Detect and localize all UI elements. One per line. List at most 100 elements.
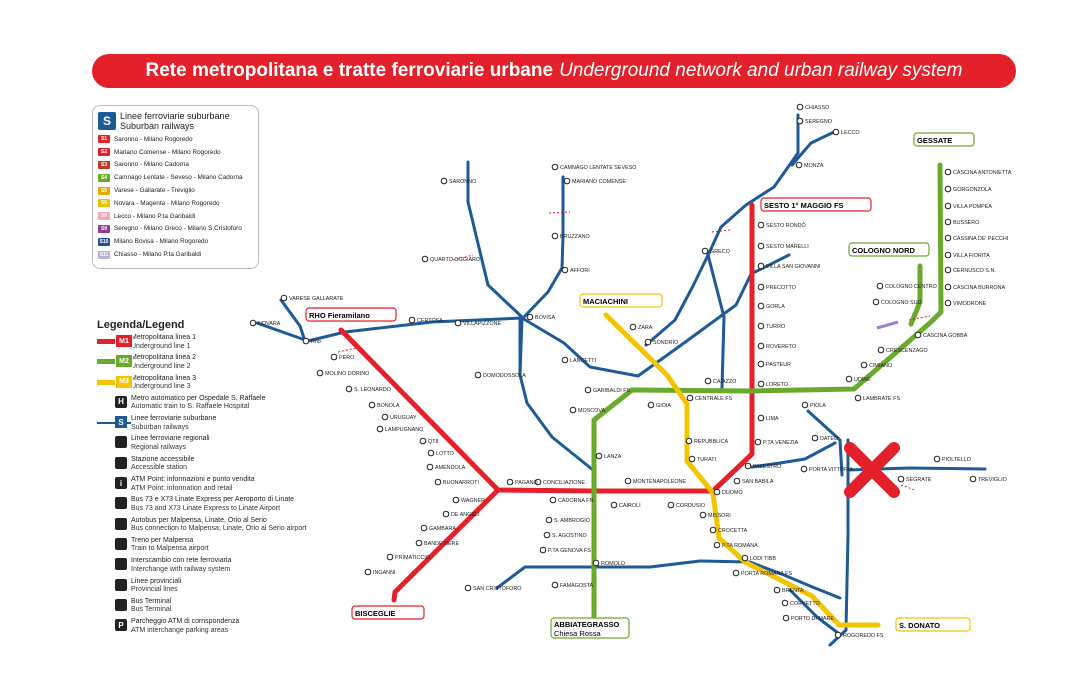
station-dot[interactable] — [872, 298, 880, 306]
station-dot[interactable] — [561, 356, 569, 364]
station-dot[interactable] — [782, 614, 790, 622]
station-dot[interactable] — [796, 103, 804, 111]
station-dot[interactable] — [757, 221, 765, 229]
station-dot[interactable] — [795, 161, 803, 169]
station-dot[interactable] — [944, 202, 952, 210]
station-dot[interactable] — [800, 465, 808, 473]
station-dot[interactable] — [944, 218, 952, 226]
station-dot[interactable] — [944, 234, 952, 242]
station-dot[interactable] — [280, 294, 288, 302]
station-dot[interactable] — [647, 401, 655, 409]
station-dot[interactable] — [667, 501, 675, 509]
station-dot[interactable] — [796, 117, 804, 125]
station-dot[interactable] — [713, 541, 721, 549]
station-dot[interactable] — [733, 477, 741, 485]
station-dot[interactable] — [944, 299, 952, 307]
station-dot[interactable] — [419, 437, 427, 445]
station-dot[interactable] — [754, 438, 762, 446]
station-dot[interactable] — [624, 477, 632, 485]
station-dot[interactable] — [709, 526, 717, 534]
station-dot[interactable] — [757, 414, 765, 422]
station-dot[interactable] — [757, 342, 765, 350]
station-dot[interactable] — [757, 302, 765, 310]
station-dot[interactable] — [427, 449, 435, 457]
station-dot[interactable] — [686, 394, 694, 402]
station-dot[interactable] — [944, 266, 952, 274]
station-dot[interactable] — [376, 425, 384, 433]
station-dot[interactable] — [801, 401, 809, 409]
station-dot[interactable] — [454, 319, 462, 327]
station-dot[interactable] — [732, 569, 740, 577]
station-dot[interactable] — [811, 434, 819, 442]
station-dot[interactable] — [860, 361, 868, 369]
station-dot[interactable] — [534, 478, 542, 486]
station-dot[interactable] — [316, 369, 324, 377]
station-dot[interactable] — [464, 584, 472, 592]
station-dot[interactable] — [741, 554, 749, 562]
station-dot[interactable] — [781, 599, 789, 607]
station-dot[interactable] — [526, 313, 534, 321]
station-dot[interactable] — [549, 496, 557, 504]
station-dot[interactable] — [302, 337, 310, 345]
station-dot[interactable] — [757, 360, 765, 368]
station-dot[interactable] — [330, 353, 338, 361]
station-dot[interactable] — [704, 377, 712, 385]
station-dot[interactable] — [757, 242, 765, 250]
station-dot[interactable] — [415, 539, 423, 547]
station-dot[interactable] — [701, 247, 709, 255]
station-dot[interactable] — [368, 401, 376, 409]
station-dot[interactable] — [933, 455, 941, 463]
station-dot[interactable] — [699, 511, 707, 519]
station-dot[interactable] — [944, 185, 952, 193]
station-dot[interactable] — [381, 413, 389, 421]
station-dot[interactable] — [442, 510, 450, 518]
station-dot[interactable] — [644, 338, 652, 346]
station-dot[interactable] — [543, 531, 551, 539]
station-dot[interactable] — [551, 581, 559, 589]
station-dot[interactable] — [539, 546, 547, 554]
station-dot[interactable] — [569, 406, 577, 414]
station-dot[interactable] — [408, 316, 416, 324]
station-dot[interactable] — [563, 177, 571, 185]
station-dot[interactable] — [345, 385, 353, 393]
station-dot[interactable] — [845, 375, 853, 383]
station-dot[interactable] — [474, 371, 482, 379]
station-dot[interactable] — [685, 437, 693, 445]
station-dot[interactable] — [545, 516, 553, 524]
station-dot[interactable] — [713, 488, 721, 496]
station-dot[interactable] — [773, 586, 781, 594]
station-dot[interactable] — [386, 553, 394, 561]
station-dot[interactable] — [969, 475, 977, 483]
station-dot[interactable] — [592, 559, 600, 567]
station-dot[interactable] — [561, 266, 569, 274]
station-dot[interactable] — [249, 319, 257, 327]
station-dot[interactable] — [944, 251, 952, 259]
station-dot[interactable] — [897, 475, 905, 483]
station-dot[interactable] — [688, 455, 696, 463]
station-dot[interactable] — [610, 501, 618, 509]
station-dot[interactable] — [914, 331, 922, 339]
station-dot[interactable] — [426, 463, 434, 471]
station-dot[interactable] — [584, 386, 592, 394]
station-dot[interactable] — [876, 282, 884, 290]
station-dot[interactable] — [757, 380, 765, 388]
station-dot[interactable] — [944, 283, 952, 291]
station-dot[interactable] — [506, 478, 514, 486]
station-dot[interactable] — [551, 232, 559, 240]
station-dot[interactable] — [452, 496, 460, 504]
station-dot[interactable] — [440, 177, 448, 185]
station-dot[interactable] — [757, 322, 765, 330]
station-dot[interactable] — [834, 631, 842, 639]
station-dot[interactable] — [551, 163, 559, 171]
station-dot[interactable] — [421, 255, 429, 263]
station-dot[interactable] — [744, 462, 752, 470]
station-dot[interactable] — [595, 452, 603, 460]
station-dot[interactable] — [757, 283, 765, 291]
station-dot[interactable] — [877, 346, 885, 354]
station-dot[interactable] — [364, 568, 372, 576]
station-dot[interactable] — [420, 524, 428, 532]
station-dot[interactable] — [629, 323, 637, 331]
station-dot[interactable] — [434, 478, 442, 486]
station-dot[interactable] — [757, 262, 765, 270]
station-dot[interactable] — [832, 128, 840, 136]
